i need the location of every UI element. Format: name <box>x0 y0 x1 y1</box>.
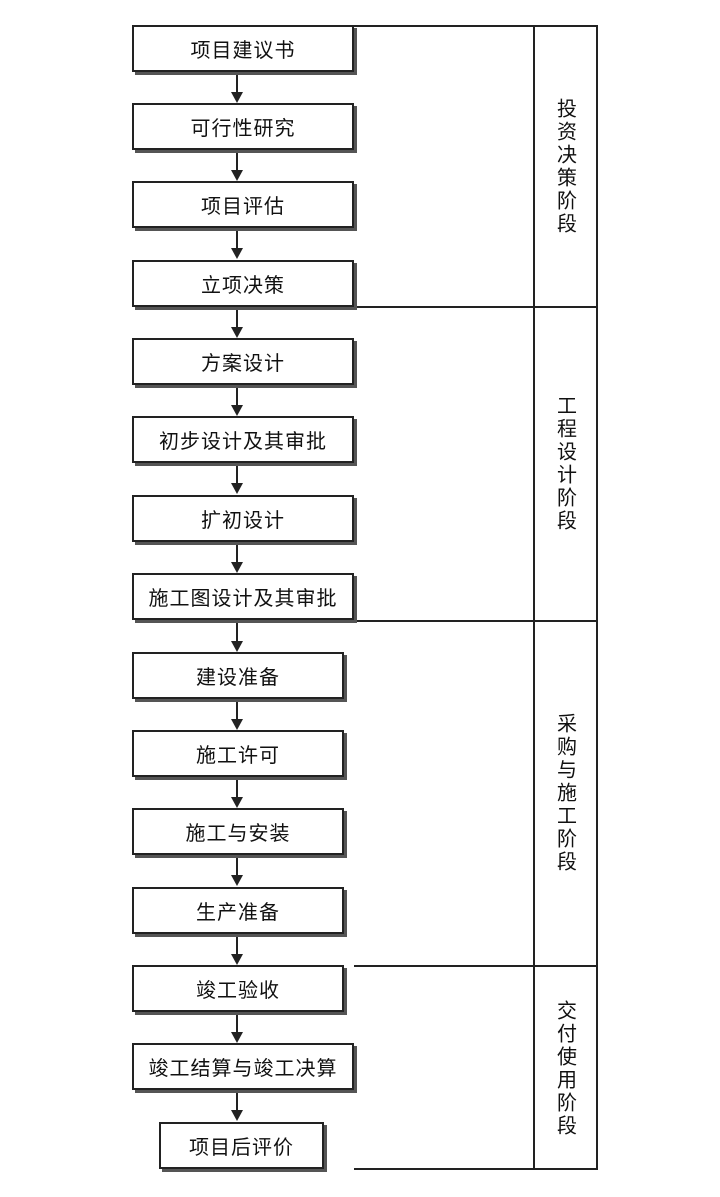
stage-divider-2 <box>354 620 598 622</box>
arrowhead-14 <box>231 1110 243 1121</box>
connector-1 <box>236 72 238 96</box>
stage-divider-1 <box>354 306 598 308</box>
step-label: 立项决策 <box>201 273 285 297</box>
connector-6 <box>236 463 238 487</box>
stage-label-delivery-use: 交付使用阶段 <box>535 967 597 1170</box>
step-construction-installation: 施工与安装 <box>132 808 344 855</box>
arrowhead-4 <box>231 327 243 338</box>
step-post-evaluation: 项目后评价 <box>159 1122 324 1169</box>
arrowhead-9 <box>231 719 243 730</box>
connector-2 <box>236 150 238 174</box>
step-project-approval: 立项决策 <box>132 260 354 307</box>
connector-5 <box>236 385 238 409</box>
step-project-proposal: 项目建议书 <box>132 25 354 72</box>
step-label: 施工图设计及其审批 <box>148 586 338 610</box>
step-label: 项目建议书 <box>190 38 296 62</box>
stage-label-text: 工程设计阶段 <box>553 395 578 533</box>
stage-label-text: 采购与施工阶段 <box>553 713 578 874</box>
connector-9 <box>236 699 238 723</box>
step-label: 建设准备 <box>196 665 280 689</box>
connector-11 <box>236 855 238 879</box>
step-label: 项目评估 <box>201 194 285 218</box>
arrowhead-3 <box>231 248 243 259</box>
step-completion-acceptance: 竣工验收 <box>132 965 344 1012</box>
stage-divider-3 <box>354 965 598 967</box>
step-scheme-design: 方案设计 <box>132 338 354 385</box>
stage-label-investment-decision: 投资决策阶段 <box>535 27 597 306</box>
step-label: 可行性研究 <box>190 116 296 140</box>
stage-label-text: 交付使用阶段 <box>553 999 578 1138</box>
arrowhead-10 <box>231 797 243 808</box>
step-label: 初步设计及其审批 <box>159 429 327 453</box>
stage-column-divider <box>533 25 535 1170</box>
stage-label-text: 投资决策阶段 <box>553 97 578 236</box>
stage-table-frame <box>354 25 598 1170</box>
step-label: 项目后评价 <box>189 1135 294 1159</box>
connector-14 <box>236 1090 238 1114</box>
step-construction-preparation: 建设准备 <box>132 652 344 699</box>
arrowhead-1 <box>231 92 243 103</box>
arrowhead-11 <box>231 875 243 886</box>
connector-7 <box>236 542 238 566</box>
step-label: 生产准备 <box>196 900 280 924</box>
step-label: 方案设计 <box>201 351 285 375</box>
stage-label-procurement-construction: 采购与施工阶段 <box>535 622 597 965</box>
step-construction-drawing-design: 施工图设计及其审批 <box>132 573 354 620</box>
arrowhead-2 <box>231 170 243 181</box>
step-label: 施工许可 <box>196 743 280 767</box>
arrowhead-6 <box>231 483 243 494</box>
step-feasibility-study: 可行性研究 <box>132 103 354 150</box>
connector-3 <box>236 228 238 252</box>
arrowhead-5 <box>231 405 243 416</box>
step-label: 扩初设计 <box>201 508 285 532</box>
stage-label-engineering-design: 工程设计阶段 <box>535 308 597 620</box>
step-production-preparation: 生产准备 <box>132 887 344 934</box>
arrowhead-13 <box>231 1032 243 1043</box>
arrowhead-12 <box>231 954 243 965</box>
connector-8 <box>236 620 238 645</box>
step-project-evaluation: 项目评估 <box>132 181 354 228</box>
step-preliminary-design: 初步设计及其审批 <box>132 416 354 463</box>
step-extended-design: 扩初设计 <box>132 495 354 542</box>
arrowhead-8 <box>231 641 243 652</box>
step-final-settlement: 竣工结算与竣工决算 <box>132 1043 354 1090</box>
step-label: 竣工结算与竣工决算 <box>148 1056 338 1080</box>
connector-10 <box>236 777 238 801</box>
step-label: 施工与安装 <box>185 821 291 845</box>
connector-13 <box>236 1012 238 1036</box>
arrowhead-7 <box>231 562 243 573</box>
step-label: 竣工验收 <box>196 978 280 1002</box>
step-construction-permit: 施工许可 <box>132 730 344 777</box>
connector-12 <box>236 934 238 958</box>
connector-4 <box>236 307 238 331</box>
